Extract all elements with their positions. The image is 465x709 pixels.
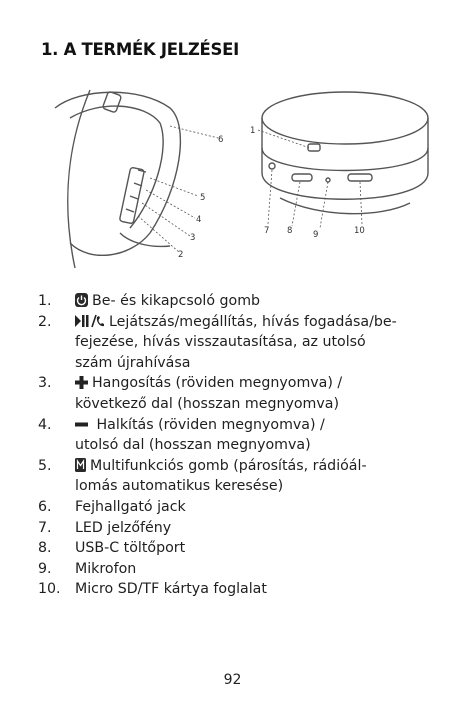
list-item: 10. Micro SD/TF kártya foglalat [38,579,438,600]
callout-6: 6 [218,135,223,145]
item-text-line: Be- és kikapcsoló gomb [92,293,261,309]
power-icon [75,293,88,307]
minus-icon [75,422,88,427]
list-item: 3. Hangosítás (röviden megnyomva) / követk… [38,373,438,414]
item-text-line: Fejhallgató jack [75,498,186,515]
item-number: 7. [38,519,52,536]
item-text-line: Micro SD/TF kártya foglalat [75,581,267,598]
item-text-line: Mikrofon [75,560,137,577]
play-pause-phone-icon [75,314,104,327]
item-number: 9. [38,560,52,577]
list-item: 7. LED jelzőfény [38,518,438,539]
item-text-line: következő dal (hosszan megnyomva) [75,395,340,412]
item-number: 3. [38,375,52,392]
callout-5: 5 [200,193,205,203]
item-text-line: utolsó dal (hosszan megnyomva) [75,437,311,454]
item-number: 2. [38,313,52,330]
item-number: 1. [38,293,52,309]
item-text-line: lomás automatikus keresése) [75,478,284,495]
item-text-line: fejezése, hívás visszautasítása, az utol… [75,334,366,351]
callout-4: 4 [196,215,201,225]
list-item: 8. USB-C töltőport [38,538,438,559]
left-earcup-illustration [54,89,182,269]
callout-leaders [137,125,363,254]
item-number: 5. [38,457,52,474]
item-number: 8. [38,540,52,557]
list-item: 4. Halkítás (röviden megnyomva) / utolsó … [38,415,438,456]
callout-7: 7 [264,226,269,236]
list-item: 2. Lejátszás/megállítás, hívás fogadása/b… [38,312,438,374]
item-text-line: USB-C töltőport [75,540,186,557]
callout-1: 1 [250,126,255,136]
m-button-icon [75,457,86,472]
list-item: 9. Mikrofon [38,559,438,580]
list-item: 6. Fejhallgató jack [38,497,438,518]
list-item: 1. Be- és kikapcsoló gomb [38,291,438,312]
item-text-line: Lejátszás/megállítás, hívás fogadása/be- [109,313,397,330]
item-number: 4. [38,416,52,433]
item-text-line: szám újrahívása [75,354,191,371]
list-item: 5. Multifunkciós gomb (párosítás, rádióál… [38,456,438,497]
item-text-line: Hangosítás (röviden megnyomva) / [92,375,343,392]
item-text-line: LED jelzőfény [75,519,172,536]
callout-8: 8 [287,226,292,236]
callout-10: 10 [354,226,365,236]
item-number: 10. [38,581,61,598]
headphone-diagram: 6 5 4 3 2 1 7 8 9 10 [54,89,429,269]
callout-3: 3 [190,233,195,243]
callout-2: 2 [178,250,183,260]
item-text-line: Multifunkciós gomb (párosítás, rádióál- [90,457,367,474]
item-text-line: Halkítás (röviden megnyomva) / [92,416,325,433]
plus-icon [75,376,88,390]
right-earcup-illustration [261,91,429,215]
item-number: 6. [38,498,52,515]
page-number: 92 [223,672,242,688]
indicator-list: 1. Be- és kikapcsoló gomb 2. Lejátszás/meg… [38,291,438,600]
callout-9: 9 [313,230,318,240]
section-heading: 1. A TERMÉK JELZÉSEI [41,40,239,59]
